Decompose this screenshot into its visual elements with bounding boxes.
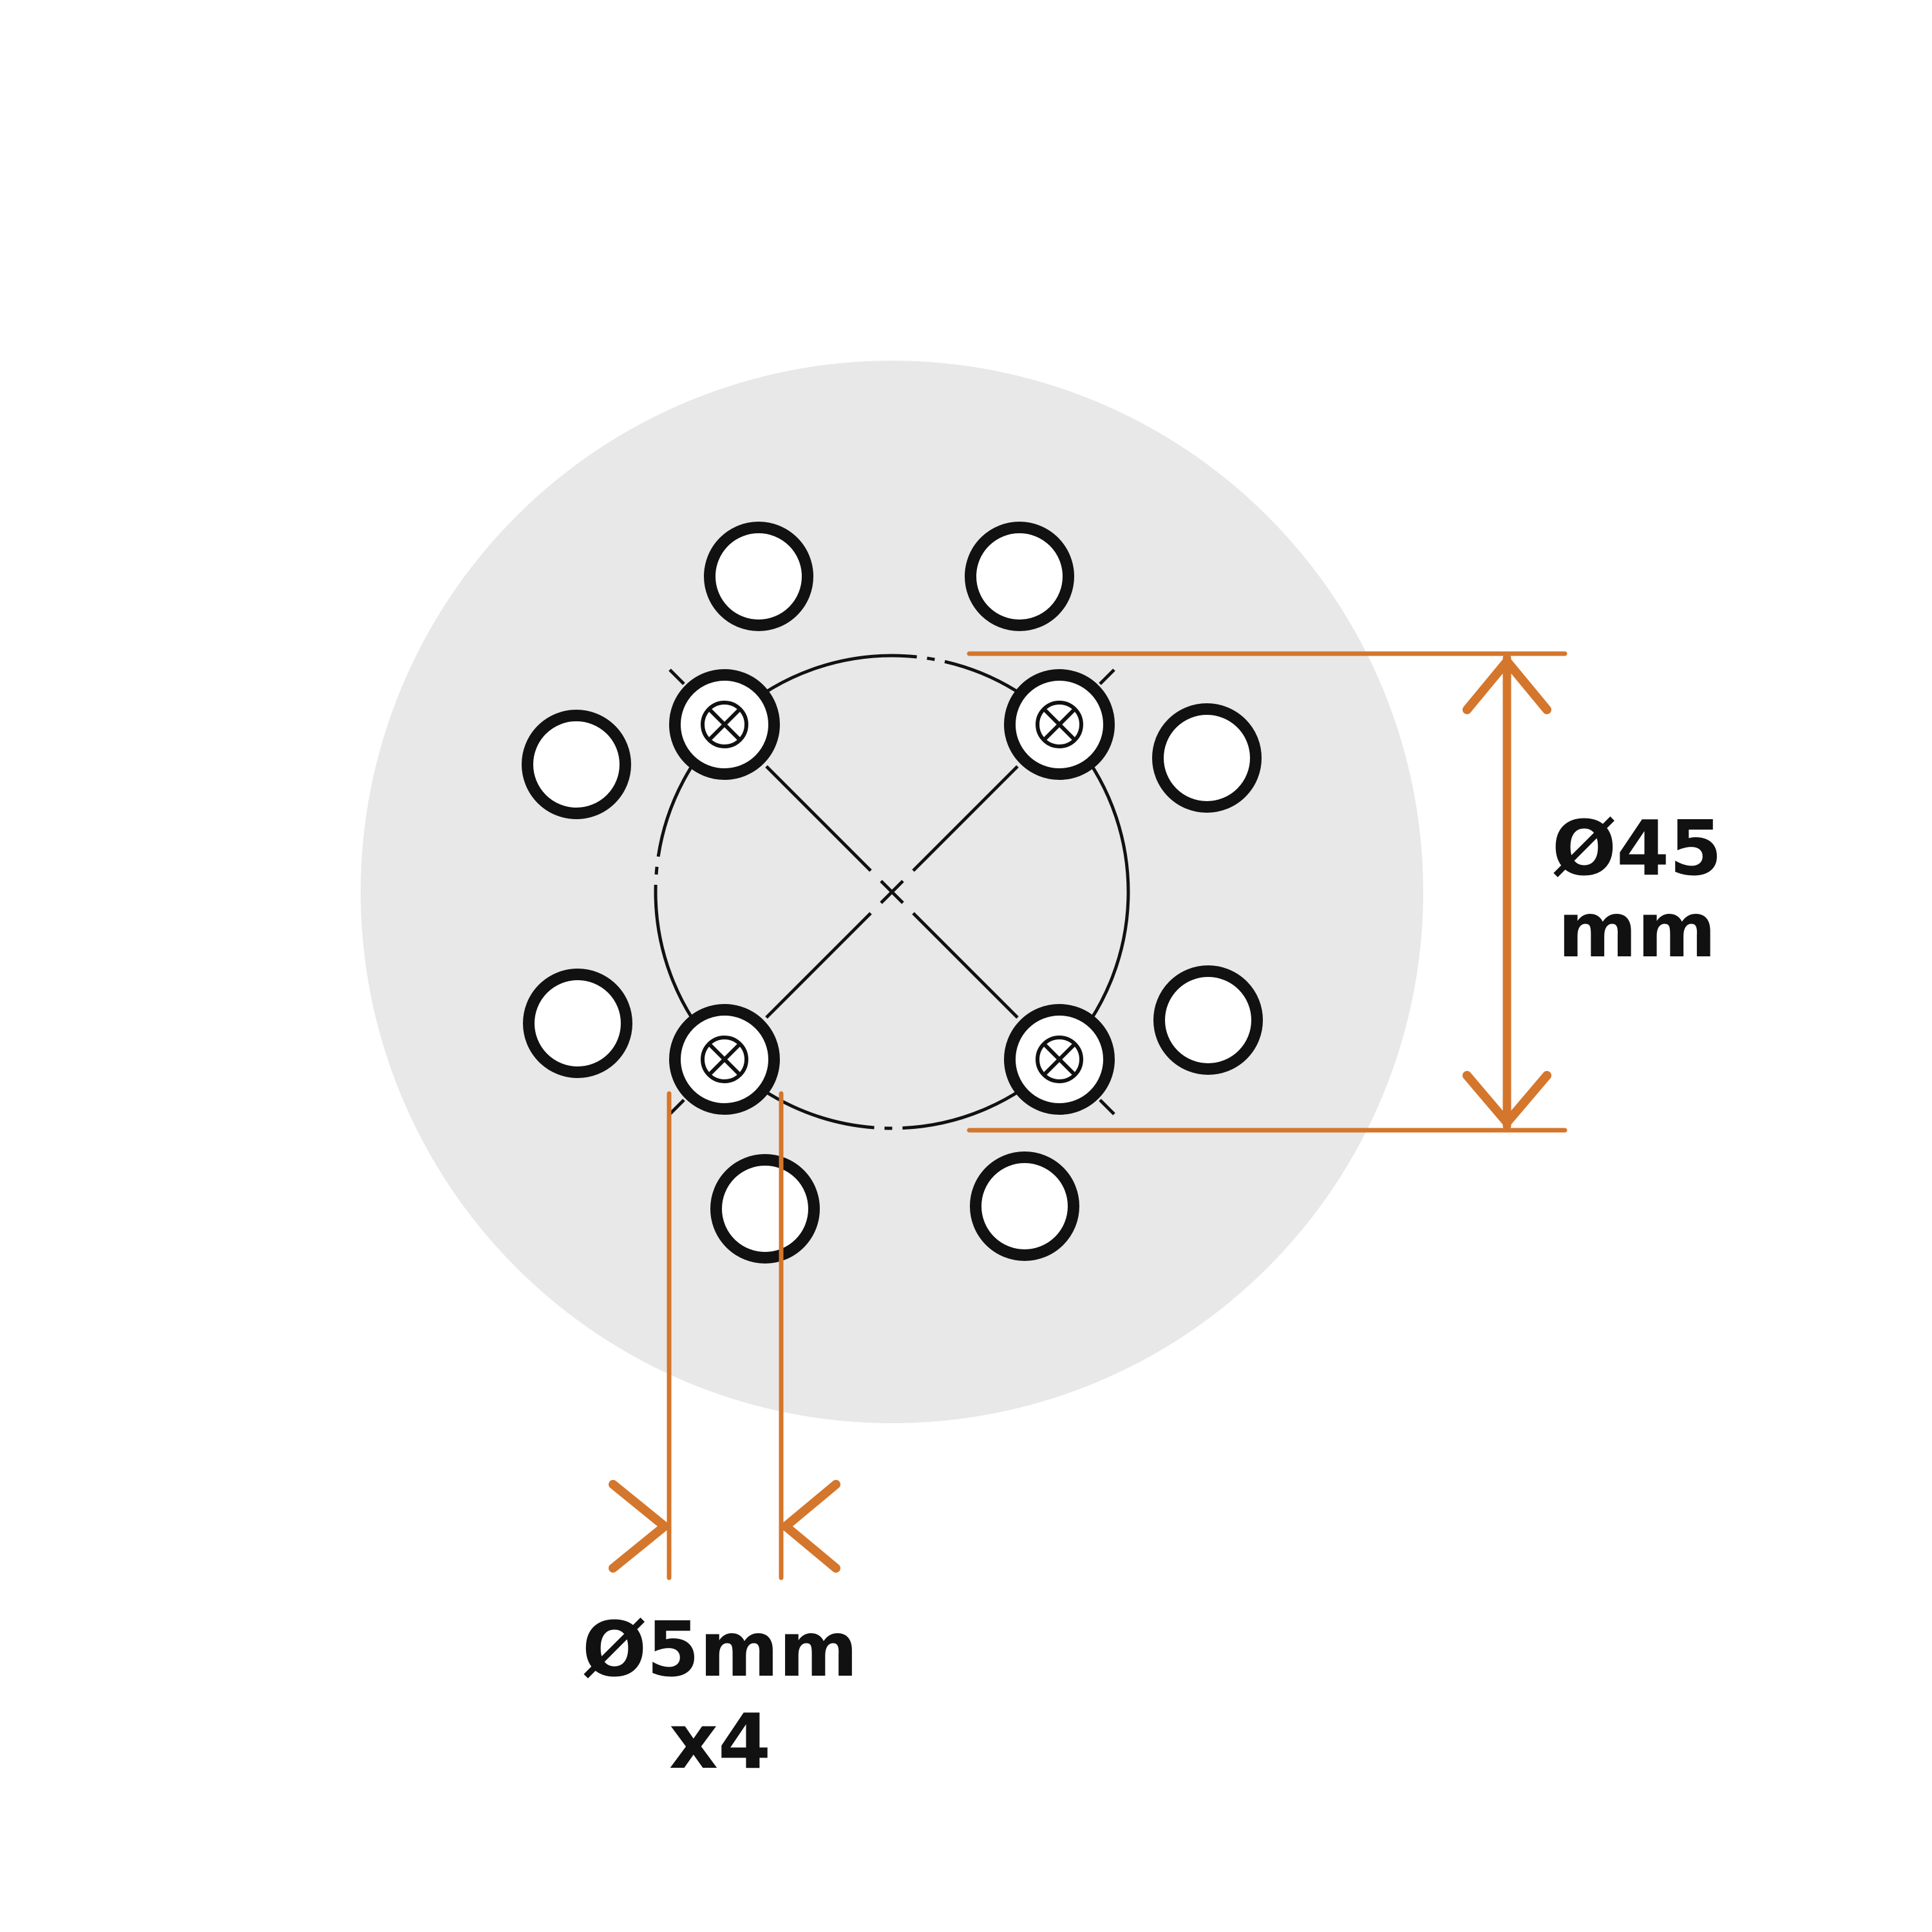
hole-label-diameter: Ø5mm: [582, 1605, 858, 1694]
vent-holes: [522, 522, 1263, 1264]
crossed-circle-icon: [701, 701, 748, 748]
hole-label-count: x4: [669, 1697, 771, 1786]
hole-dimension: [609, 1091, 840, 1580]
circle-icon: [522, 710, 631, 819]
circle-icon: [523, 969, 632, 1078]
circle-icon: [704, 522, 813, 631]
mount-holes: [669, 669, 1115, 1115]
crossed-circle-icon: [701, 1036, 748, 1083]
pcd-dimension: [967, 651, 1567, 1133]
mount-hole: [669, 1004, 780, 1115]
mount-hole: [1004, 1004, 1115, 1115]
circle-icon: [1152, 703, 1262, 813]
arrow-left-icon: [781, 1480, 840, 1573]
pcd-label-diameter: Ø45: [1552, 804, 1723, 893]
circle-icon: [965, 522, 1074, 631]
pcd-label-unit: mm: [1558, 886, 1716, 974]
circle-icon: [710, 1154, 820, 1264]
crossed-circle-icon: [1036, 701, 1083, 748]
mount-hole: [1004, 669, 1115, 780]
mount-hole: [669, 669, 780, 780]
center-cross: [668, 668, 1115, 1115]
arrow-up-icon: [1463, 657, 1551, 714]
crossed-circle-icon: [1036, 1036, 1083, 1083]
arrow-right-icon: [609, 1480, 669, 1573]
arrow-down-icon: [1463, 1071, 1551, 1127]
circle-icon: [1153, 965, 1263, 1075]
circle-icon: [970, 1151, 1079, 1261]
bolt-circle: [654, 654, 1130, 1130]
